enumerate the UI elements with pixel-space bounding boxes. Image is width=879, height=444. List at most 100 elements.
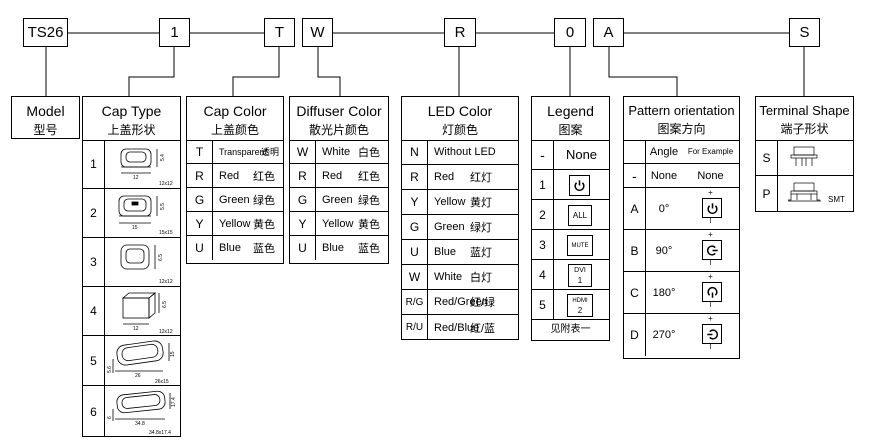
cap-color-name-cn: 黄色: [253, 218, 275, 231]
legend-title: Legend: [547, 103, 594, 119]
led-color-name: White: [434, 271, 463, 283]
diffuser-color-name-cn: 红色: [358, 170, 380, 183]
cap-drawing-4: 12 6.5 12x12: [121, 292, 173, 334]
diffuser-color-title-cn: 散光片颜色: [308, 123, 369, 137]
pattern-code: A: [624, 188, 646, 229]
terminal-title-cn: 端子形状: [780, 122, 829, 136]
legend-title-cn: 图案: [558, 123, 583, 137]
led-color-name-cn: 白灯: [470, 272, 492, 284]
led-color-name-cn: 绿灯: [470, 222, 492, 234]
pattern-example-cell: +I: [682, 272, 739, 313]
legend-dvi-line2: 1: [577, 275, 583, 285]
legend-row: 4 DVI 1: [532, 260, 609, 290]
led-color-code: N: [402, 140, 428, 164]
cap-type-code: 1: [83, 140, 105, 188]
terminal-title: Terminal Shape: [759, 103, 850, 118]
pattern-code: D: [624, 314, 646, 356]
legend-row: - None: [532, 140, 609, 170]
cap1-size: 12x12: [159, 181, 173, 187]
led-color-title-cn: 灯颜色: [441, 123, 478, 137]
legend-row: 1: [532, 170, 609, 200]
diffuser-color-name-cn: 蓝色: [358, 243, 380, 255]
cap-drawing-2: 15 5.5 15x15: [118, 195, 173, 236]
cap-type-table: Cap Type 上盖形状 1 12 5.4 12x12 2: [82, 96, 181, 437]
minus-sign: I: [709, 260, 712, 267]
terminal-p-drawing: [788, 182, 821, 202]
led-color-name: Yellow: [434, 196, 466, 208]
terminal-code: S: [756, 140, 778, 175]
plus-sign: +: [708, 230, 713, 239]
cap-color-code: U: [187, 236, 213, 260]
cap-color-name: Red: [219, 169, 240, 182]
led-color-name: Without LED: [434, 146, 496, 158]
cap-type-code: 2: [83, 189, 105, 237]
legend-code: 1: [532, 170, 554, 199]
cap-type-code: 6: [83, 386, 105, 437]
legend-none: None: [565, 147, 598, 162]
plus-sign: +: [708, 272, 713, 281]
legend-code: -: [532, 140, 554, 169]
terminal-row-p: P SMT: [756, 176, 853, 212]
legend-hdmi-line2: 2: [577, 305, 583, 315]
code-diffuser-color: W: [302, 18, 333, 47]
pattern-code: -: [624, 164, 646, 187]
minus-sign: I: [709, 302, 712, 309]
pattern-title-cn: 图案方向: [657, 122, 706, 136]
code-terminal: S: [789, 18, 820, 47]
cap-type-row-6: 6 34.8 17.4 6 34.8x17.4: [83, 386, 180, 437]
legend-row: 3 MUTE: [532, 230, 609, 260]
cap-type-row-3: 3 6.5 12x12: [83, 238, 180, 287]
pattern-angle: 180°: [652, 286, 676, 299]
pattern-angle: None: [650, 169, 678, 182]
diffuser-color-name: Green: [322, 193, 353, 206]
pattern-example-cell: +I: [682, 188, 739, 229]
terminal-code: P: [756, 176, 778, 212]
legend-code: 2: [532, 200, 554, 229]
led-color-name: Blue: [434, 246, 457, 258]
cap-color-name: Yellow: [219, 217, 251, 230]
pattern-header-code: [624, 140, 646, 163]
power-icon: [702, 324, 722, 344]
legend-row: 2 ALL: [532, 200, 609, 230]
diffuser-color-name-cn: 绿色: [358, 194, 380, 207]
cap-color-code: R: [187, 164, 213, 187]
cap2-size: 15x15: [159, 230, 173, 236]
terminal-s-drawing: [790, 146, 818, 166]
pattern-example: None: [697, 169, 724, 182]
cap6-depth-label: 17.4: [171, 397, 177, 407]
pattern-title: Pattern orientation: [628, 103, 735, 118]
cap-drawing-3: 6.5 12x12: [120, 244, 173, 285]
cap6-height-label: 6: [107, 416, 113, 419]
legend-note: 见附表一: [532, 319, 609, 340]
led-color-name: Red: [434, 171, 455, 183]
led-color-code: W: [402, 265, 428, 289]
pattern-row-none: - None None: [624, 164, 739, 188]
model-title: Model: [26, 103, 65, 119]
cap-type-row-2: 2 15 5.5 15x15: [83, 189, 180, 238]
cap4-height-label: 6.5: [162, 301, 168, 308]
cap2-width-label: 15: [132, 225, 138, 231]
diffuser-color-name: Red: [322, 169, 343, 182]
pattern-code: C: [624, 272, 646, 313]
minus-sign: I: [709, 218, 712, 225]
diffuser-color-code: W: [290, 140, 316, 163]
code-cap-color: T: [264, 18, 295, 47]
cap3-size: 12x12: [159, 279, 173, 285]
led-color-name-cn: 红/蓝: [470, 322, 496, 335]
legend-mute-key: MUTE: [567, 235, 593, 256]
code-pattern: A: [593, 18, 624, 47]
power-icon: [569, 175, 590, 196]
